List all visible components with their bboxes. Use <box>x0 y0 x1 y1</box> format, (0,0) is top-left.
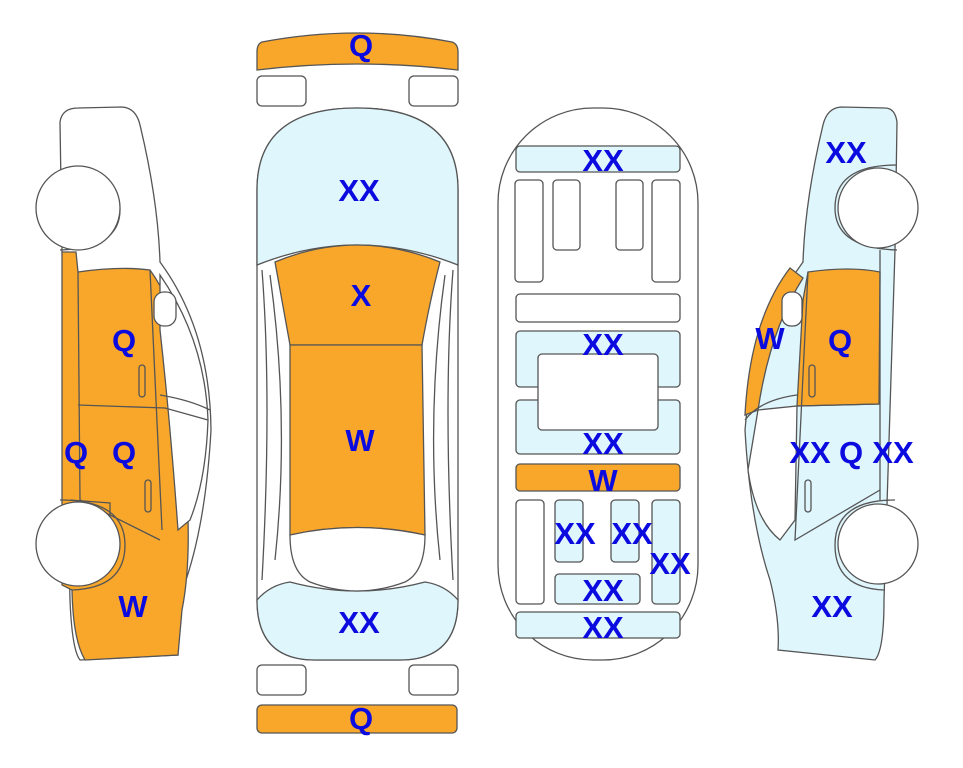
damage-label: Q <box>349 28 373 63</box>
dashboard[interactable] <box>515 145 681 173</box>
windshield[interactable] <box>274 244 441 346</box>
damage-label: XX <box>554 516 596 551</box>
interior-panel <box>651 179 681 283</box>
damage-label: XX <box>338 173 380 208</box>
center-panel[interactable] <box>515 463 681 492</box>
rear-left-light <box>256 664 307 696</box>
panel-line <box>796 403 881 407</box>
damage-label: XX <box>789 435 831 470</box>
cargo-side[interactable] <box>651 499 681 605</box>
damage-label: W <box>118 589 148 624</box>
right-window-area <box>747 405 798 541</box>
damage-label: XX <box>582 426 624 461</box>
damage-label: XX <box>582 610 624 645</box>
damage-label: XX <box>872 435 914 470</box>
front-right-light <box>408 75 459 107</box>
panel-line <box>77 271 161 541</box>
cargo-floor[interactable] <box>554 573 641 605</box>
left-mirror <box>153 291 177 327</box>
panel-line <box>744 394 798 421</box>
damage-label: XX <box>582 143 624 178</box>
front-left-light <box>256 75 307 107</box>
damage-label: Q <box>112 323 136 358</box>
damage-label: Q <box>112 435 136 470</box>
interior-panel <box>514 179 544 283</box>
front-bumper[interactable] <box>256 32 459 71</box>
damage-label: XX <box>611 516 653 551</box>
door-handle-icon <box>808 364 816 398</box>
interior-panel <box>615 179 644 251</box>
damage-label: X <box>351 278 372 313</box>
damage-label: XX <box>338 605 380 640</box>
door-handle-icon <box>804 479 812 513</box>
damage-label: XX <box>582 573 624 608</box>
left-front-wheel <box>35 165 121 251</box>
damage-label: W <box>345 423 375 458</box>
door-handle-icon <box>144 479 152 513</box>
right-rear-wheel <box>837 503 919 585</box>
panel-line <box>159 394 211 411</box>
panel-line <box>447 269 454 581</box>
cargo-left[interactable] <box>554 499 584 563</box>
top-view: Q XX X W XX Q <box>256 28 459 736</box>
damage-label: XX <box>811 589 853 624</box>
door-handle-icon <box>138 364 146 398</box>
trunk[interactable] <box>256 581 459 661</box>
rear-panel[interactable] <box>515 611 681 639</box>
left-rear-wheel <box>35 501 121 587</box>
left-window-area <box>159 272 209 532</box>
panel-line <box>432 274 446 561</box>
damage-label: Q <box>828 323 852 358</box>
panel-line <box>149 269 163 531</box>
panel-line <box>77 404 209 421</box>
damage-label: W <box>588 463 618 498</box>
panel-line <box>269 274 283 561</box>
damage-label: Q <box>64 435 88 470</box>
damage-label: XX <box>825 135 867 170</box>
damage-label: XX <box>649 546 691 581</box>
rear-window <box>289 526 426 592</box>
right-front-wheel <box>837 167 919 249</box>
panel-line <box>261 269 268 581</box>
left-side-view: Q Q Q W <box>35 106 212 661</box>
interior-panel <box>515 499 545 605</box>
damage-label: Q <box>349 701 373 736</box>
right-side-view: XX W Q XX Q XX XX <box>744 106 919 661</box>
panel-line <box>794 271 881 542</box>
interior-panel <box>552 179 581 251</box>
damage-label: XX <box>582 327 624 362</box>
cargo-right[interactable] <box>610 499 640 563</box>
rear-right-light <box>408 664 459 696</box>
wheel-arch <box>834 499 896 591</box>
right-mirror <box>781 291 803 327</box>
wheel-arch <box>59 499 126 591</box>
damage-label: W <box>755 321 785 356</box>
interior-panel <box>537 353 659 431</box>
interior-view: XX XX XX W XX XX XX XX XX <box>497 107 699 661</box>
interior-panel <box>515 293 681 323</box>
damage-label: Q <box>839 435 863 470</box>
rear-bumper[interactable] <box>256 704 458 734</box>
